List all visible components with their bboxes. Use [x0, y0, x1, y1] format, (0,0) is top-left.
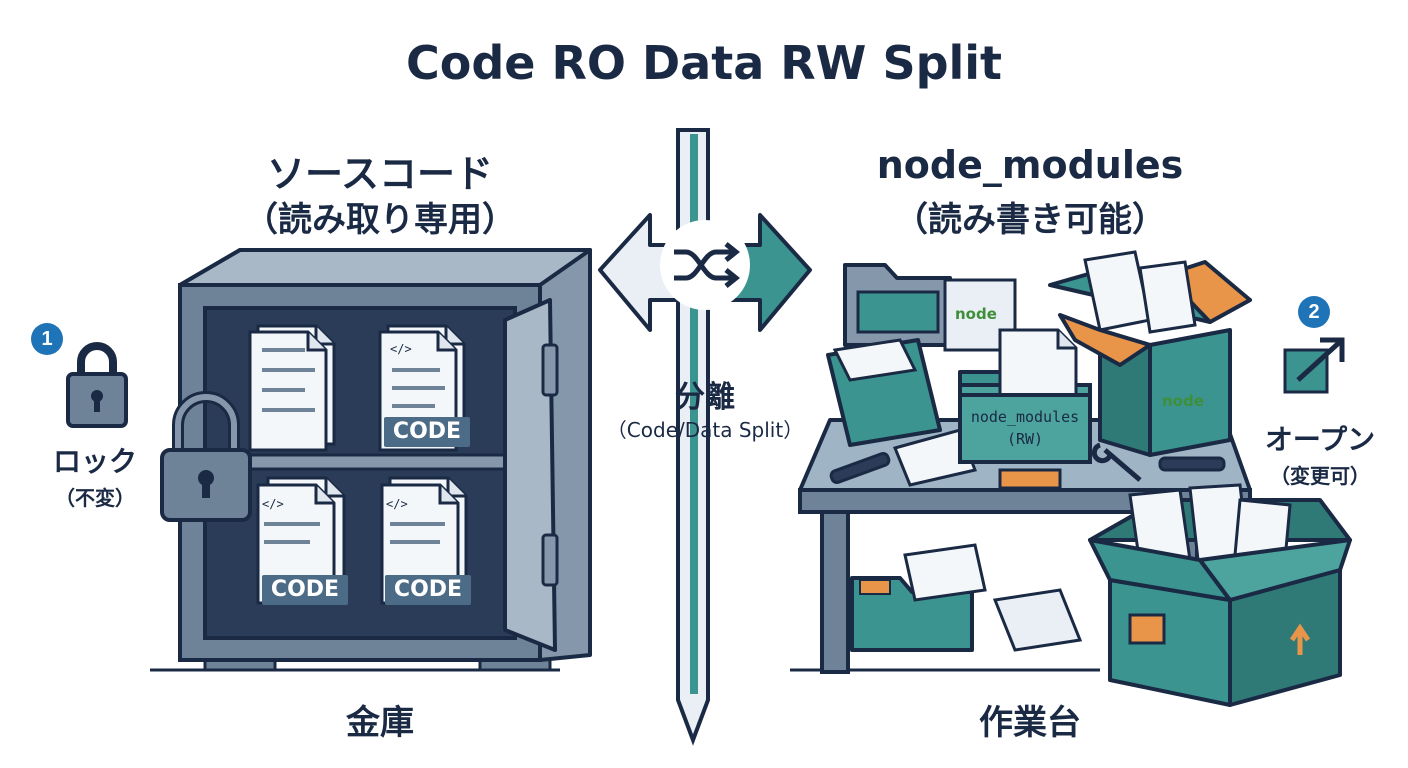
- page-title: Code RO Data RW Split: [405, 36, 1003, 90]
- code-tag: CODE: [384, 417, 470, 447]
- code-tag: CODE: [385, 575, 471, 605]
- left-subheading: （読み取り専用）: [244, 200, 516, 240]
- document-icon: </> </> </>: [248, 324, 468, 605]
- step-badge-2: 2: [1298, 296, 1330, 328]
- shuffle-icon: [660, 220, 750, 310]
- lock-label: ロック: [52, 445, 137, 478]
- node-logo: node: [955, 305, 997, 323]
- lock-icon: [66, 342, 128, 428]
- step-badge-1: 1: [31, 323, 63, 355]
- padlock-on-safe: [160, 391, 252, 522]
- open-sublabel: （変更可）: [1270, 464, 1370, 488]
- right-subheading: （読み書き可能）: [894, 200, 1166, 240]
- code-tag: CODE: [262, 575, 348, 605]
- left-caption: 金庫: [346, 703, 414, 743]
- split-sublabel: （Code/Data Split）: [606, 418, 804, 442]
- box-icon: [1048, 250, 1352, 707]
- right-heading: node_modules: [876, 143, 1184, 187]
- svg-text:</>: </>: [386, 497, 408, 511]
- lock-sublabel: （不変）: [55, 486, 135, 510]
- folder-sublabel: (RW): [1006, 430, 1044, 448]
- folder-icon: [826, 263, 1092, 652]
- split-label: 分離: [675, 380, 735, 415]
- svg-text:</>: </>: [390, 342, 412, 356]
- external-open-icon: [1283, 337, 1345, 394]
- right-caption: 作業台: [979, 703, 1081, 743]
- svg-text:</>: </>: [262, 497, 284, 511]
- left-heading: ソースコード: [266, 152, 494, 196]
- open-label: オープン: [1264, 423, 1376, 456]
- node-logo-box: node: [1162, 392, 1204, 410]
- folder-label: node_modules: [970, 408, 1080, 426]
